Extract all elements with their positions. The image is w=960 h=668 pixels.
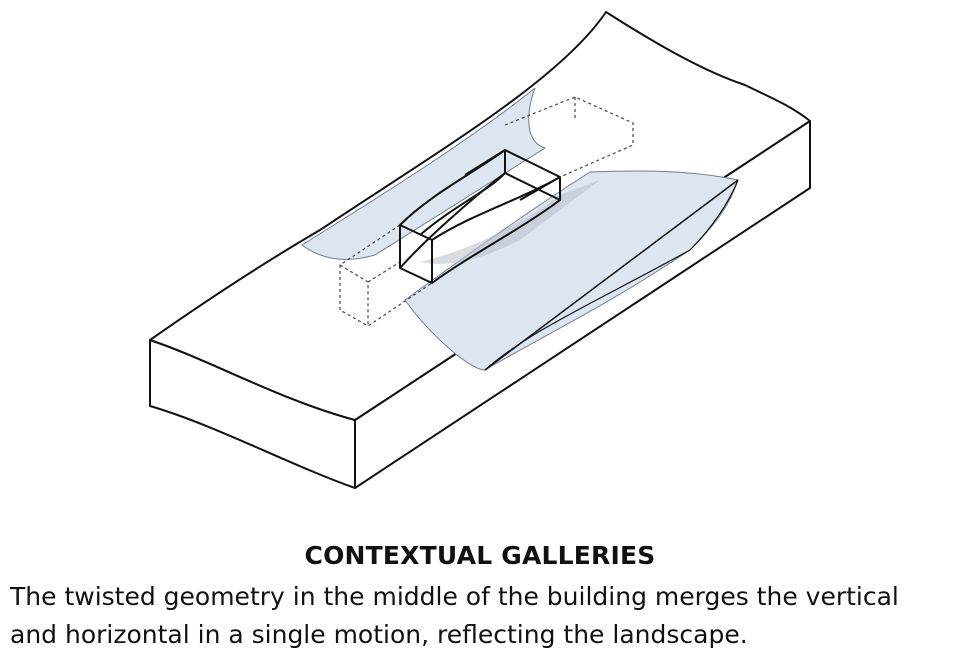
water-right-reservoir	[404, 170, 739, 371]
reservoir-bank-curve	[484, 179, 739, 371]
gallery-volume-dashed-upper	[504, 96, 634, 178]
caption-line-1: The twisted geometry in the middle of th…	[10, 582, 899, 611]
building-shadow	[420, 180, 600, 264]
caption-line-2: and horizontal in a single motion, refle…	[10, 620, 748, 649]
diagram-title: CONTEXTUAL GALLERIES	[304, 541, 656, 570]
gallery-volume-dashed-lower	[339, 224, 433, 327]
water-left-channel	[301, 87, 547, 260]
axonometric-diagram	[149, 11, 811, 489]
terrain-top-surface	[149, 11, 811, 421]
diagram-caption: The twisted geometry in the middle of th…	[10, 578, 955, 654]
twisted-gallery	[399, 149, 561, 284]
